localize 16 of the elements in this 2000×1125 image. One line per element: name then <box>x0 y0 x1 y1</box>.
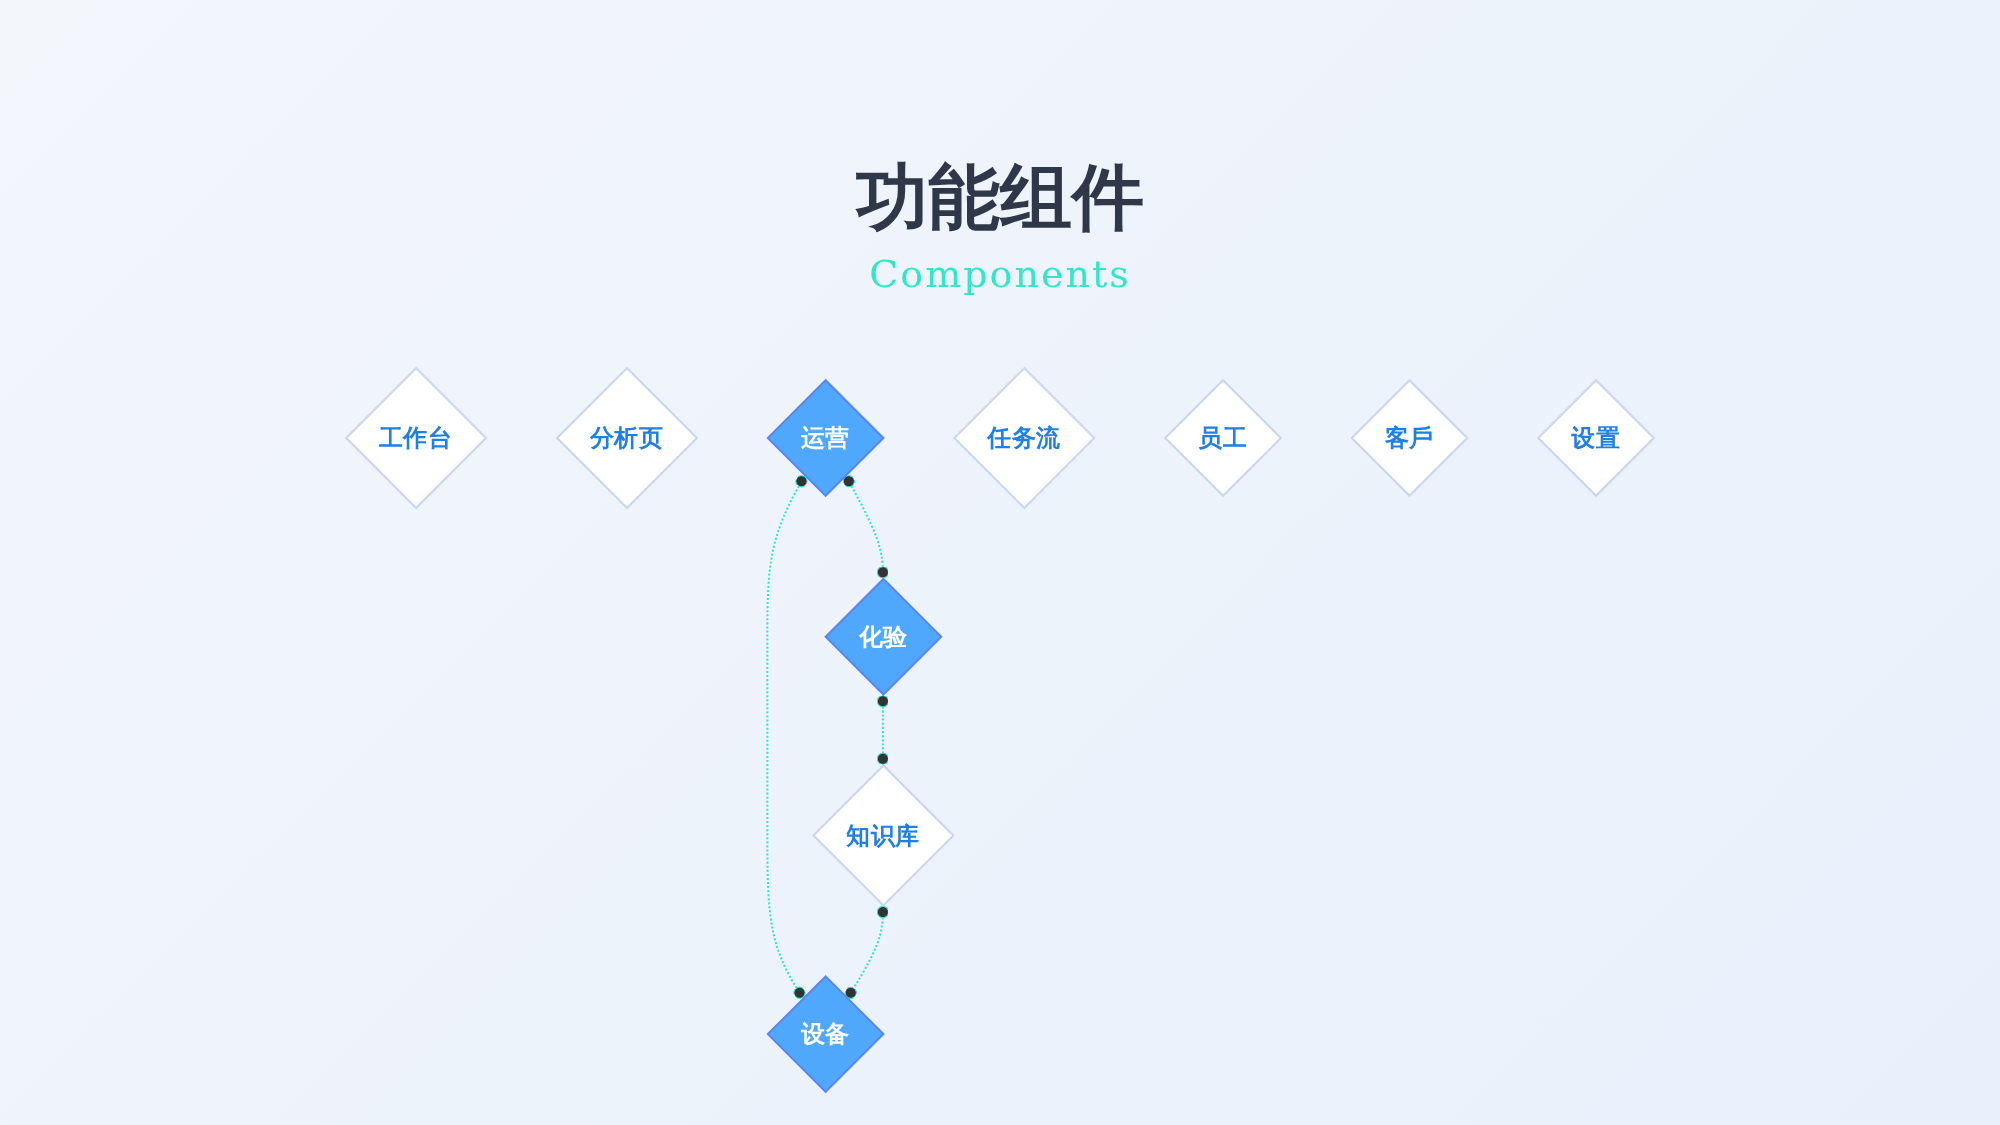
connector <box>766 474 808 999</box>
node-diamond: 员工 <box>1163 378 1283 498</box>
title: 功能组件 <box>856 153 1144 241</box>
node-diamond: 化验 <box>824 577 943 696</box>
node-diamond: 分析页 <box>555 366 699 510</box>
subtitle: Components <box>869 252 1131 296</box>
connector <box>844 905 890 999</box>
node-diamond: 设备 <box>766 974 885 1094</box>
node-diamond: 运营 <box>766 378 885 498</box>
node-diamond: 工作台 <box>344 366 488 510</box>
node-diamond: 知识库 <box>812 764 955 907</box>
node-diamond: 任务流 <box>952 366 1096 510</box>
connector <box>876 694 890 766</box>
connector <box>842 474 890 579</box>
node-diamond: 设置 <box>1536 378 1656 498</box>
node-diamond: 客戶 <box>1350 378 1469 498</box>
